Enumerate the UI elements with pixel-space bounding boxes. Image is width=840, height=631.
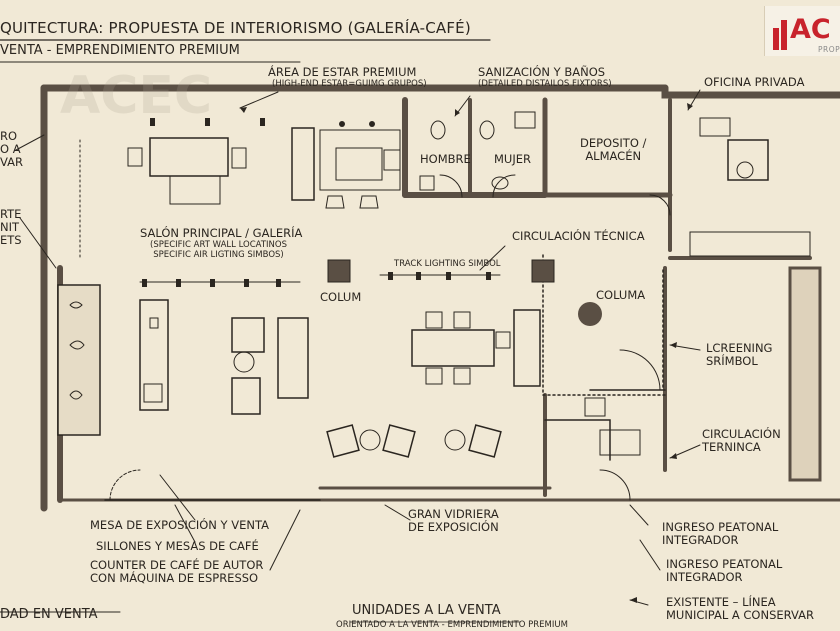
banos-title: SANIZACIÓN Y BAÑOS bbox=[478, 65, 606, 79]
colum-label: COLUM bbox=[320, 290, 362, 304]
counter-label: COUNTER DE CAFÉ DE AUTOR CON MÁQUINA DE … bbox=[90, 558, 264, 586]
ingreso-label-1: INGRESO PEATONAL INTEGRADOR bbox=[662, 520, 779, 548]
salon-subtitle: (SPECIFIC ART WALL LOCATINOS SPECIFIC AI… bbox=[150, 240, 287, 260]
screening-label: LCREENING SRÍMBOL bbox=[706, 341, 773, 369]
columa-label: COLUMA bbox=[596, 288, 646, 302]
banos-subtitle: (DETAILED DISTAILOS FIXTORS) bbox=[478, 79, 612, 89]
left-edge-label-1: RO O A VAR bbox=[0, 129, 23, 170]
logo-subtext: PROP bbox=[818, 45, 840, 54]
circulacion-tecnica-label: CIRCULACIÓN TÉCNICA bbox=[512, 229, 645, 243]
estar-subtitle: (HIGH-END ESTAR=GUIMG GRUPOS) bbox=[272, 79, 427, 89]
mujer-label: MUJER bbox=[494, 152, 531, 166]
footer-subtitle: ORIENTADO A LA VENTA - EMPRENDIMIENTO PR… bbox=[336, 620, 568, 630]
footer-left-label: DAD EN VENTA bbox=[0, 607, 98, 622]
logo-building-icon bbox=[781, 20, 787, 50]
page-title: QUITECTURA: PROPUESTA DE INTERIORISMO (G… bbox=[0, 19, 471, 37]
logo-text: AC bbox=[790, 14, 831, 45]
circulacion-terninca-label: CIRCULACIÓN TERNINCA bbox=[702, 427, 781, 455]
estar-title: ÁREA DE ESTAR PREMIUM bbox=[268, 65, 417, 79]
vidriera-label: GRAN VIDRIERA DE EXPOSICIÓN bbox=[408, 507, 499, 535]
logo-building-icon bbox=[773, 28, 779, 50]
oficina-label: OFICINA PRIVADA bbox=[704, 75, 805, 89]
watermark: ACEC bbox=[60, 66, 213, 126]
sillones-label: SILLONES Y MESAS DE CAFÉ bbox=[96, 539, 259, 553]
hombre-label: HOMBRE bbox=[420, 152, 471, 166]
existente-label: EXISTENTE – LÍNEA MUNICIPAL A CONSERVAR bbox=[666, 595, 815, 623]
salon-title: SALÓN PRINCIPAL / GALERÍA bbox=[140, 226, 303, 240]
footer-title: UNIDADES A LA VENTA bbox=[352, 603, 501, 618]
page-subtitle: VENTA - EMPRENDIMIENTO PREMIUM bbox=[0, 43, 240, 58]
deposito-label: DEPOSITO / ALMACÉN bbox=[580, 136, 647, 164]
left-edge-label-2: RTE NIT ETS bbox=[0, 207, 22, 248]
track-lighting-label: TRACK LIGHTING SIMBOL bbox=[394, 259, 501, 269]
ingreso-label-2: INGRESO PEATONAL INTEGRADOR bbox=[666, 557, 783, 585]
mesa-exposicion-label: MESA DE EXPOSICIÓN Y VENTA bbox=[90, 518, 269, 532]
company-logo: AC PROP bbox=[764, 6, 840, 56]
